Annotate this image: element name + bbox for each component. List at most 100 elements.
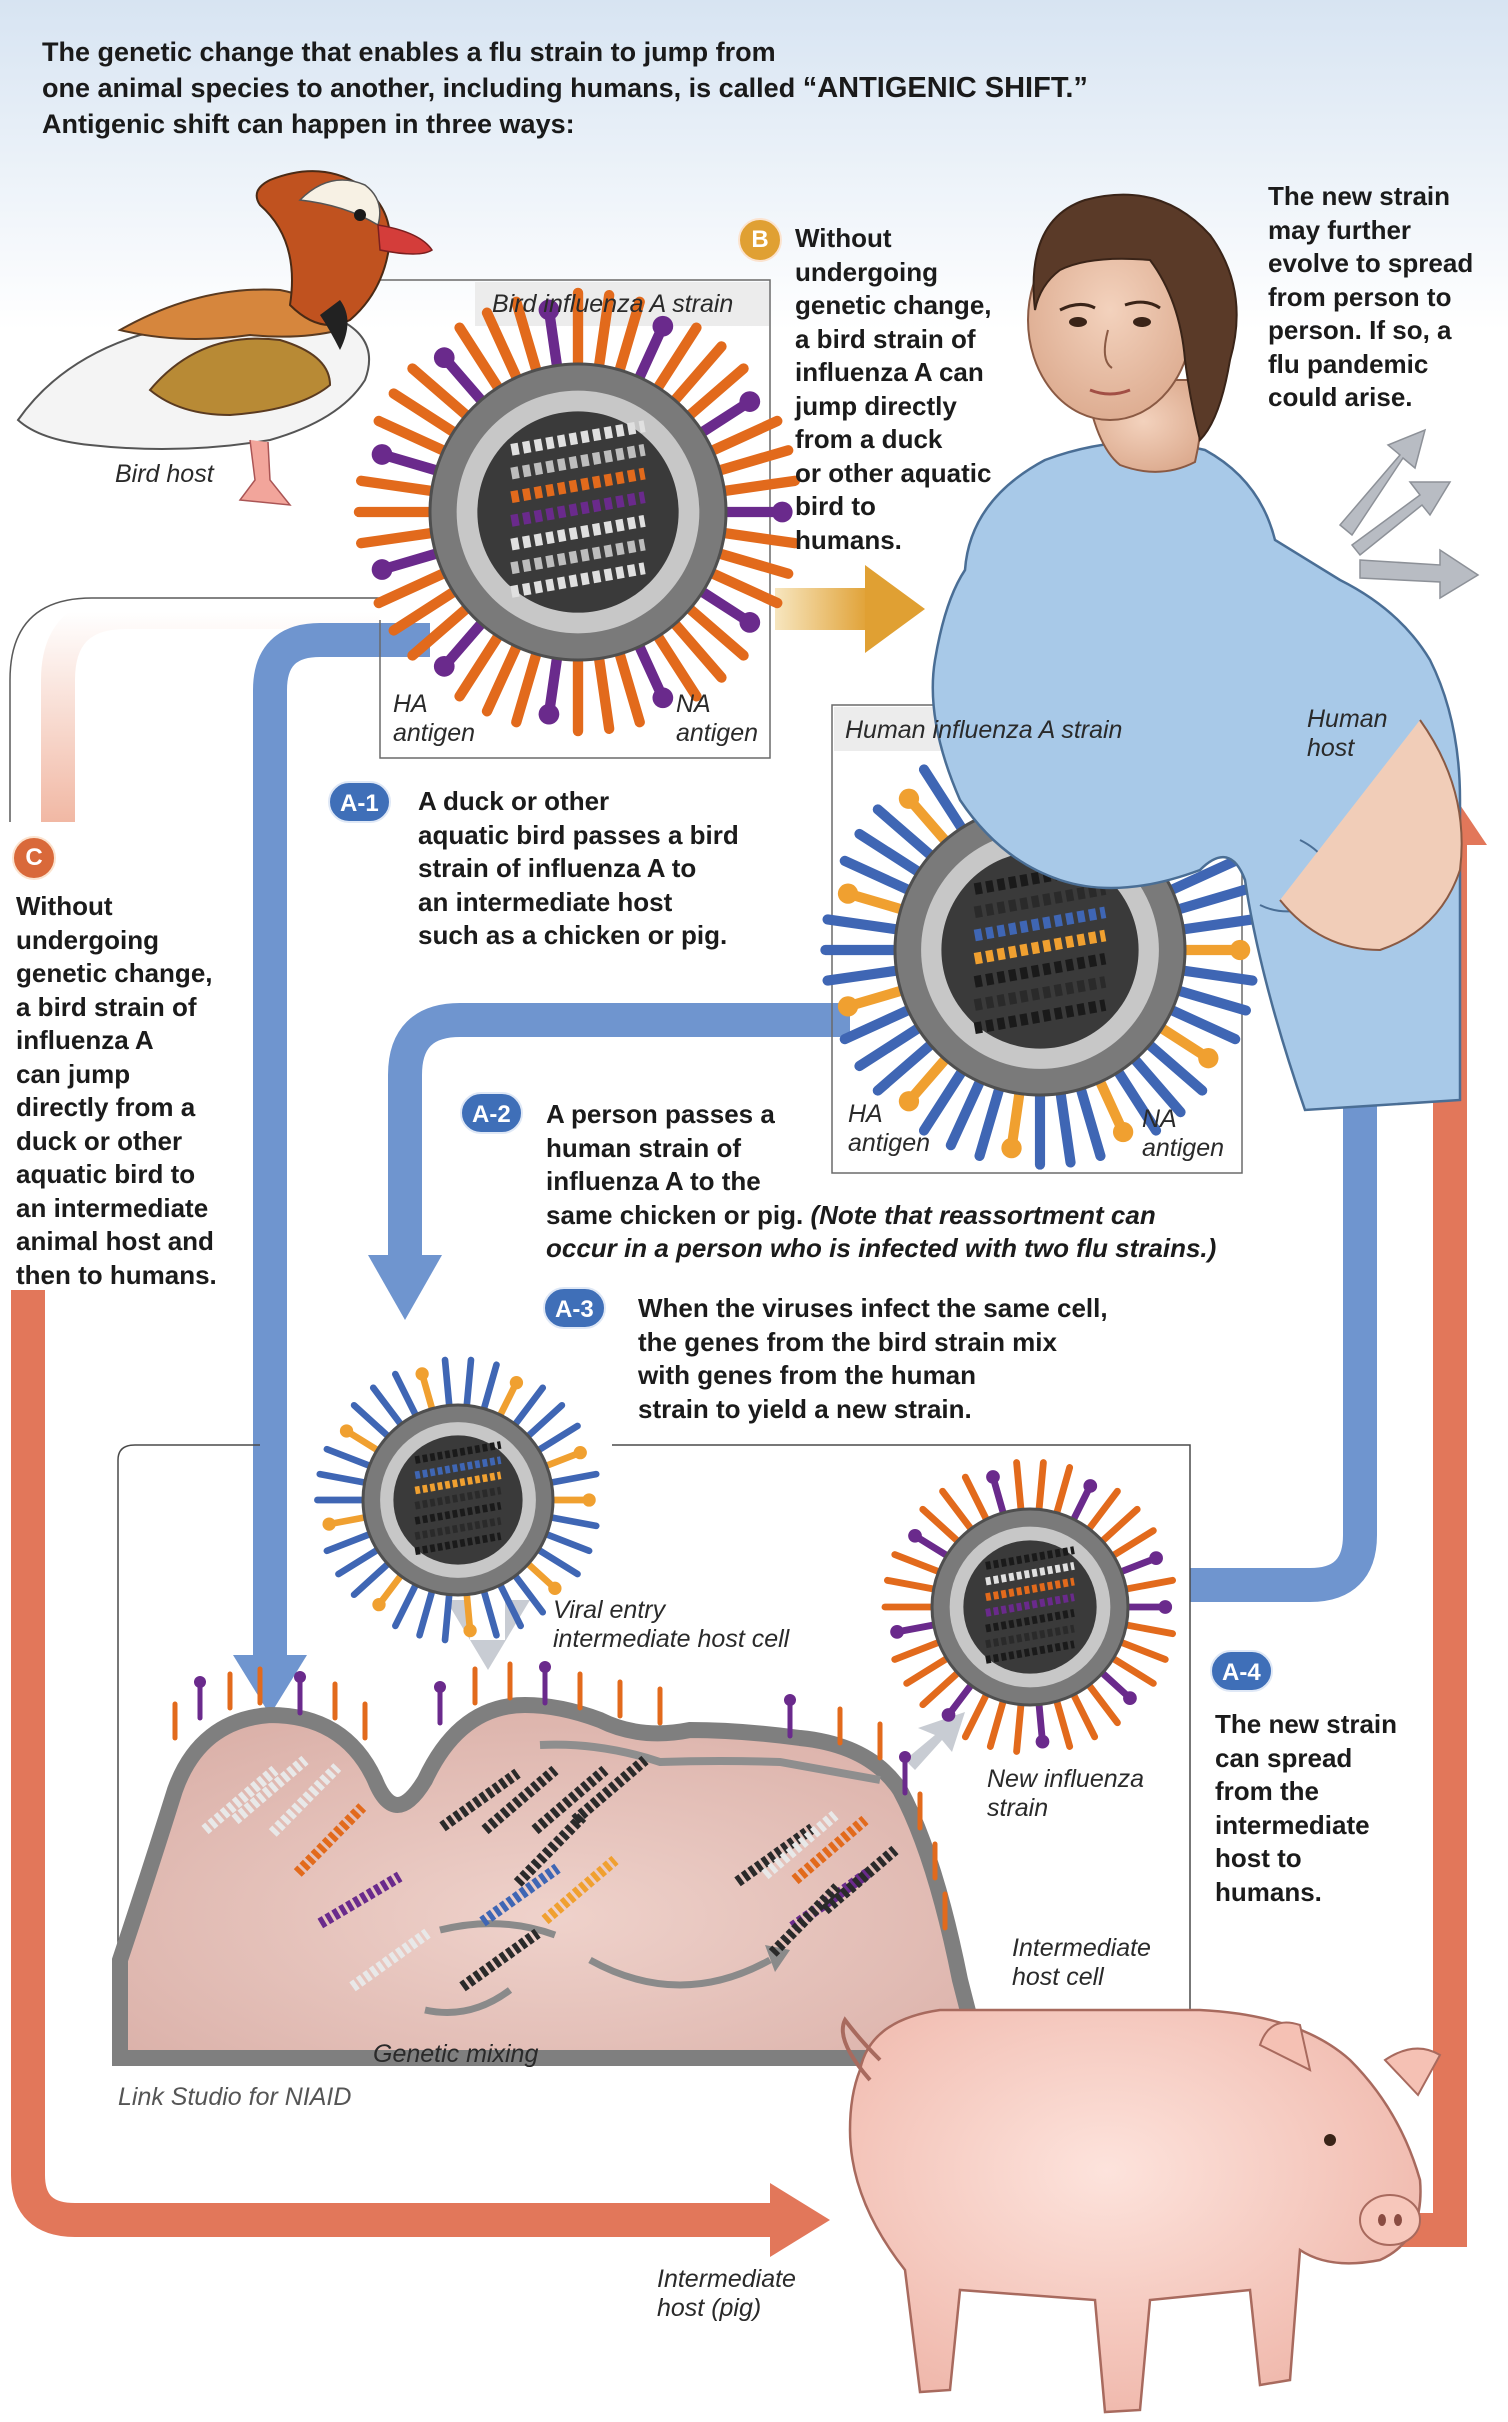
pandemic-line-2: may further	[1268, 214, 1412, 245]
pathway-b-arrow	[775, 588, 870, 630]
genetic-mixing-label: Genetic mixing	[373, 2040, 539, 2068]
step-a3-line-3: with genes from the human	[638, 1360, 977, 1390]
step-c-line-7: directly from a	[16, 1092, 196, 1122]
virus-exit-arrow	[905, 1712, 965, 1770]
cell-surface-spike-head	[294, 1671, 306, 1683]
woman-illustration	[931, 193, 1463, 1112]
viral-entry-line-1: Viral entry	[553, 1596, 666, 1624]
gene-segment	[541, 1855, 619, 1925]
pathway-a2-arrow	[388, 1003, 850, 1260]
pandemic-spread-arrows	[1338, 428, 1480, 600]
step-a1-line-1: A duck or other	[418, 786, 610, 816]
step-c-line-1: Without	[16, 891, 113, 921]
intermediate-cell-line-2: host cell	[1012, 1963, 1104, 1991]
human-host-line-2: host	[1307, 734, 1355, 762]
pathway-a1-arrowhead	[233, 1655, 307, 1715]
badge-a2: A-2	[460, 1092, 523, 1134]
step-c-line-11: animal host and	[16, 1226, 214, 1256]
pathway-a2-arrowhead	[368, 1255, 442, 1320]
ha-antigen-bird-line-2: antigen	[393, 719, 476, 747]
step-b-line-2: undergoing	[795, 256, 938, 287]
step-a2-note-part-1: (Note that reassortment can	[810, 1199, 1156, 1230]
pathway-c-arrowhead	[770, 2183, 830, 2257]
cell-inner-membrane	[539, 1740, 881, 1784]
antigenic-shift-term: “ANTIGENIC SHIFT.”	[802, 72, 1088, 104]
step-a3-line-1: When the viruses infect the same cell,	[638, 1293, 1108, 1323]
step-a4-line-4: intermediate	[1215, 1809, 1370, 1840]
human-host-label: Human host	[1307, 705, 1388, 763]
step-a3-line-4: strain to yield a new strain.	[638, 1393, 972, 1424]
step-a4-line-6: humans.	[1215, 1876, 1322, 1907]
badge-a4: A-4	[1210, 1650, 1273, 1692]
step-c-line-10: an intermediate	[16, 1192, 209, 1223]
entering-virus-particle	[314, 1356, 600, 1644]
cell-surface-spike-head	[434, 1681, 446, 1693]
cell-surface-spike-head	[539, 1661, 551, 1673]
step-a1-line-4: an intermediate host	[418, 886, 673, 917]
badge-a1: A-1	[328, 781, 391, 823]
gene-segment	[734, 1823, 816, 1887]
bird-virus-particle	[353, 287, 800, 737]
step-b-line-4: a bird strain of	[795, 323, 976, 354]
step-a2-line-4-text: same chicken or pig.	[546, 1199, 811, 1230]
gene-segment	[768, 1883, 842, 1957]
step-a2-line-1: A person passes a	[546, 1099, 775, 1129]
step-c-line-12: then to humans.	[16, 1259, 217, 1290]
gene-segment	[293, 1803, 367, 1877]
step-a1-line-2: aquatic bird passes a bird	[418, 819, 739, 850]
step-a4-line-5: host to	[1215, 1843, 1302, 1873]
gene-segment	[821, 1845, 899, 1915]
human-host-line-1: Human	[1307, 705, 1388, 733]
step-b-line-1: Without	[795, 223, 892, 253]
badge-c: C	[12, 836, 56, 880]
step-b-line-9: bird to	[795, 491, 876, 521]
ha-antigen-bird-label: HA antigen	[393, 690, 475, 748]
gene-segment	[791, 1815, 869, 1885]
genetic-mixing-arrows	[424, 1920, 772, 2016]
new-strain-label: New influenza strain	[987, 1765, 1144, 1823]
cell-surface-spike-head	[784, 1694, 796, 1706]
header-line-1: The genetic change that enables a flu st…	[42, 37, 776, 67]
gene-segment	[531, 1765, 609, 1835]
new-strain-line-2: strain	[987, 1794, 1049, 1822]
badge-b: B	[738, 218, 782, 262]
intermediate-cell-label: Intermediate host cell	[1012, 1934, 1151, 1992]
step-b-line-3: genetic change,	[795, 290, 992, 320]
na-antigen-bird-line-1: NA	[676, 690, 711, 718]
step-a2-line-4: same chicken or pig. (Note that reassort…	[546, 1199, 1216, 1233]
gene-segment	[231, 1755, 309, 1825]
gene-segment	[439, 1768, 521, 1832]
human-strain-label: Human influenza A strain	[845, 716, 1123, 744]
gene-segments	[201, 1755, 899, 1992]
gene-segment	[349, 1928, 431, 1992]
step-a2-line-2: human strain of	[546, 1132, 742, 1163]
mixing-arrowhead	[765, 1945, 790, 1972]
step-a2-line-3: influenza A to the	[546, 1166, 761, 1196]
step-c-line-5: influenza A	[16, 1025, 154, 1055]
pathway-a1-arrow	[253, 623, 430, 1660]
viral-entry-label: Viral entry intermediate host cell	[553, 1596, 789, 1654]
gene-segment	[201, 1765, 279, 1835]
intermediate-host-line-1: Intermediate	[657, 2265, 796, 2293]
ha-antigen-human-line-1: HA	[848, 1100, 883, 1128]
ha-antigen-human-label: HA antigen	[848, 1100, 930, 1158]
step-c-line-4: a bird strain of	[16, 991, 197, 1022]
ha-antigen-bird-line-1: HA	[393, 690, 428, 718]
pandemic-line-3: evolve to spread	[1268, 248, 1474, 278]
bird-host-label: Bird host	[115, 460, 214, 488]
na-antigen-human-label: NA antigen	[1142, 1105, 1224, 1163]
step-b-line-6: jump directly	[795, 390, 957, 421]
gene-segment	[481, 1765, 559, 1835]
bird-strain-box	[379, 279, 771, 759]
step-b-line-8: or other aquatic	[795, 457, 992, 488]
gene-segment	[571, 1755, 649, 1825]
pandemic-line-4: from person to	[1268, 281, 1452, 312]
intermediate-host-label: Intermediate host (pig)	[657, 2265, 796, 2323]
cell-surface-spike-head	[194, 1676, 206, 1688]
step-c-line-3: genetic change,	[16, 958, 213, 988]
pathway-c-arrow-top	[41, 595, 380, 822]
